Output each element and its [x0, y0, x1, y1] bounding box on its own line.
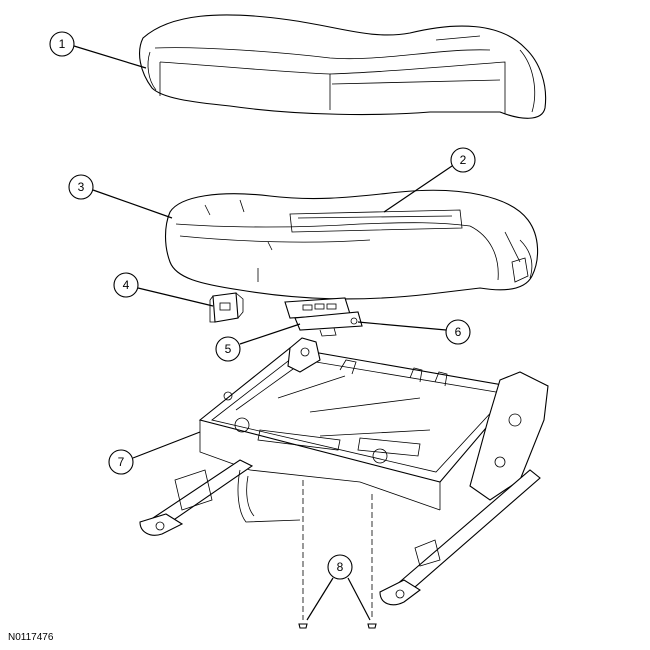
- callout-7-label: 7: [118, 455, 125, 469]
- occupant-sensor-module: [284, 297, 363, 337]
- seat-frame: [139, 337, 549, 606]
- callout-1: 1: [49, 31, 75, 57]
- figure-id: N0117476: [8, 632, 54, 643]
- callout-6: 6: [445, 319, 471, 345]
- callout-7: 7: [108, 449, 134, 475]
- callout-5-label: 5: [225, 342, 232, 356]
- seat-cushion-pad: [164, 189, 539, 300]
- callout-5: 5: [215, 336, 241, 362]
- callout-8: 8: [327, 554, 353, 580]
- callout-8-label: 8: [337, 560, 344, 574]
- callout-3-label: 3: [78, 180, 85, 194]
- callout-6-label: 6: [455, 325, 462, 339]
- wiring-connector: [209, 292, 244, 323]
- leader-lines: [73, 45, 453, 621]
- callout-4: 4: [113, 272, 139, 298]
- seat-cushion-cover: [139, 14, 547, 119]
- callout-4-label: 4: [123, 278, 130, 292]
- callout-2: 2: [450, 147, 476, 173]
- bolts: [298, 480, 377, 629]
- callout-1-label: 1: [59, 37, 66, 51]
- callout-2-label: 2: [460, 153, 467, 167]
- callout-3: 3: [68, 174, 94, 200]
